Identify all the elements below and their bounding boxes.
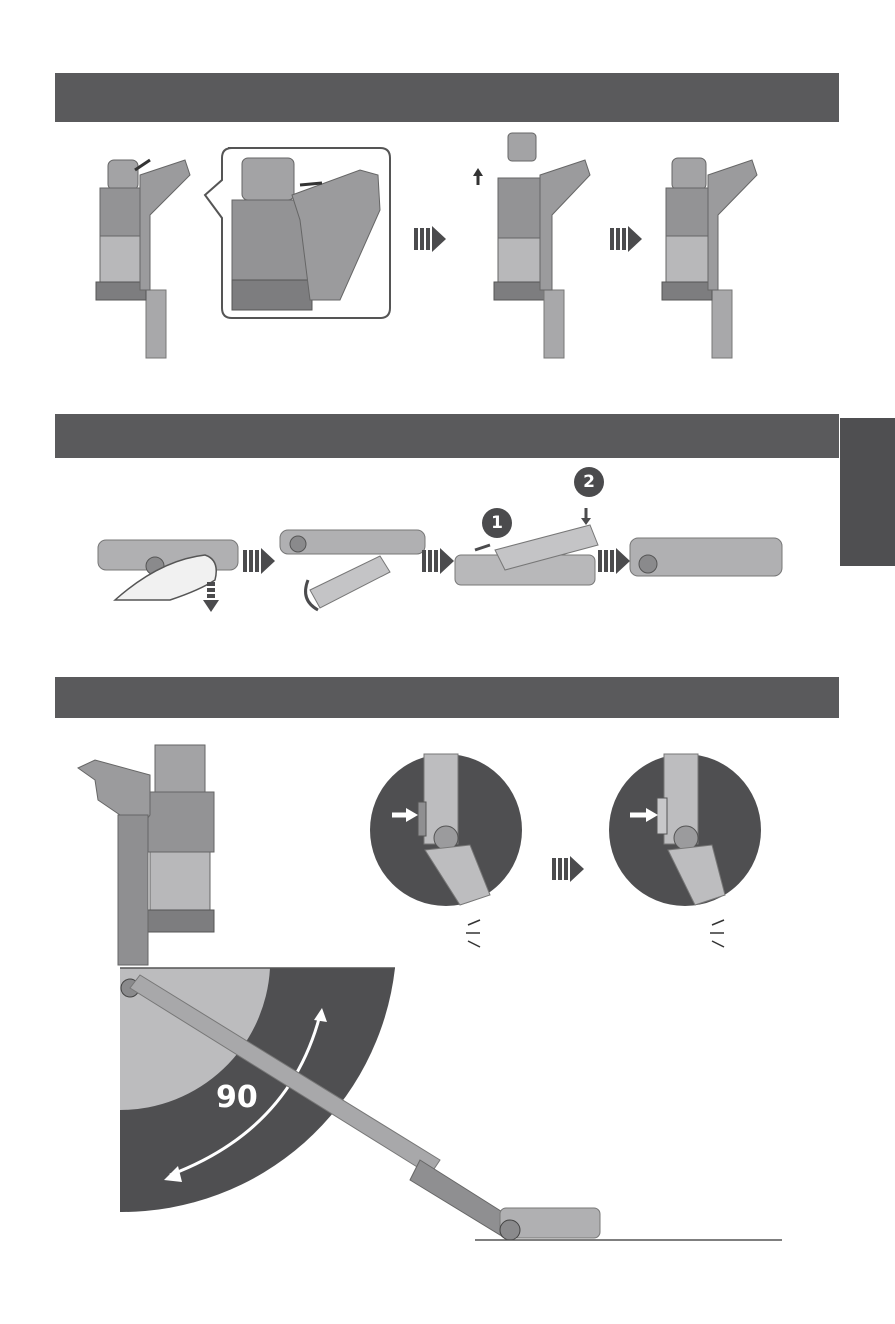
section-2-header-band	[55, 414, 839, 458]
section-1-illustrations	[0, 0, 895, 400]
triple-bar-arrow-icon	[422, 548, 454, 574]
vacuum-upright-1	[96, 160, 190, 358]
zoom-callout	[205, 148, 390, 318]
vacuum-upright-3	[662, 158, 757, 358]
step-1-badge: 1	[482, 508, 512, 538]
lock-release-zoom-2	[609, 754, 761, 906]
lock-release-zoom-1	[370, 754, 522, 906]
click-sound-icon	[466, 920, 480, 947]
triple-bar-arrow-icon	[610, 226, 642, 252]
brush-roll-insert	[455, 508, 598, 585]
angle-label: 90	[216, 1080, 258, 1115]
vacuum-upright-2	[473, 133, 590, 358]
triple-bar-arrow-icon	[598, 548, 630, 574]
triple-bar-arrow-icon	[243, 548, 275, 574]
section-3-header-band	[55, 677, 839, 718]
triple-bar-arrow-icon	[552, 856, 584, 882]
press-arrow-icon	[300, 183, 322, 185]
section-2-illustrations	[0, 460, 895, 660]
section-3-illustrations	[0, 720, 895, 1320]
brush-head-assembled	[630, 538, 782, 576]
brush-roll-removed	[280, 530, 425, 610]
brush-head-release	[98, 540, 238, 612]
step-2-badge: 2	[574, 467, 604, 497]
triple-bar-arrow-icon	[414, 226, 446, 252]
click-sound-icon	[710, 920, 724, 947]
